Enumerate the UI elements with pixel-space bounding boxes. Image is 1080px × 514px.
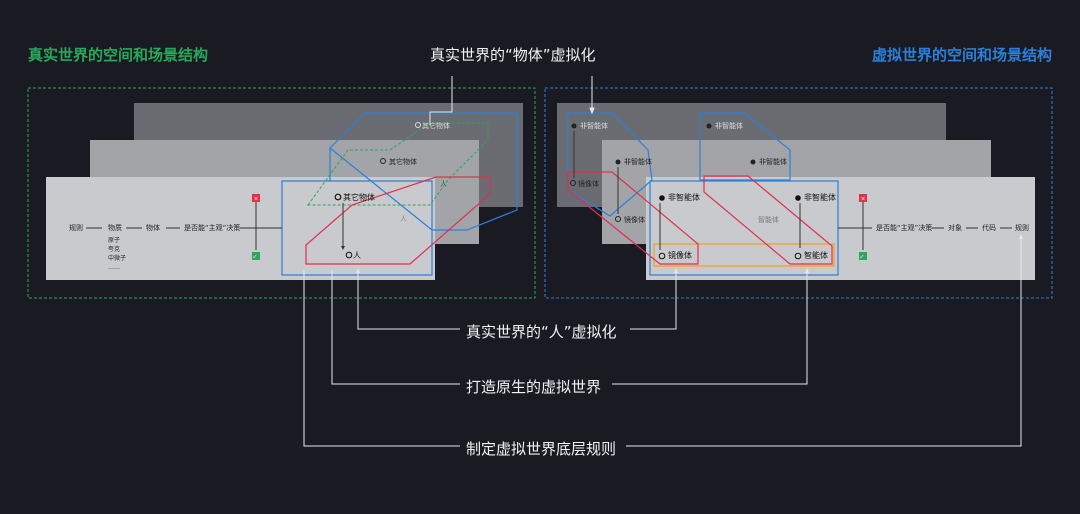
caption-native: 打造原生的虚拟世界 (466, 378, 602, 396)
left-yes-mark (252, 252, 260, 260)
connector-lines (303, 76, 1022, 447)
left-ghost-person: 人 (400, 215, 407, 223)
right-mid-non-smart-2: 非智能体 (759, 157, 787, 166)
left-mid-other-object: 其它物体 (389, 157, 417, 166)
left-front-person: 人 (353, 251, 361, 260)
right-front-mirror: 镜像体 (668, 250, 692, 260)
right-front-non-smart: 非智能体 (668, 192, 700, 202)
right-back-mirror: 镜像体 (578, 179, 599, 188)
left-sub-atom: 原子 (108, 237, 120, 244)
svg-text:×: × (254, 196, 259, 203)
svg-text:×: × (861, 196, 866, 203)
right-orange-box (653, 243, 835, 267)
left-back-other-object: 其它物体 (422, 121, 450, 130)
svg-text:✓: ✓ (860, 254, 865, 261)
left-section-title: 真实世界的空间和场景结构 (28, 46, 209, 64)
right-front-smart: 智能体 (804, 250, 828, 260)
right-yes-mark (859, 252, 867, 260)
left-green-shape (307, 122, 489, 206)
right-front-non-smart-2: 非智能体 (804, 192, 836, 202)
left-sub-ellipsis: …… (108, 264, 120, 271)
right-mid-smart: 智能体 (758, 215, 779, 224)
left-blue-hex (329, 112, 518, 231)
left-sub-neutrino: 中微子 (108, 254, 126, 262)
right-mid-mirror: 镜像体 (624, 215, 645, 224)
right-chain-object: 对象 (948, 223, 962, 232)
center-section-title: 真实世界的“物体”虚拟化 (430, 46, 596, 64)
left-chain-rules: 规则 (69, 223, 83, 232)
right-chain-rules: 规则 (1015, 223, 1029, 232)
right-chain-code: 代码 (982, 223, 996, 232)
left-chain-object: 物体 (146, 223, 160, 232)
left-mid-person: 人 (440, 180, 447, 188)
left-sub-quark: 夸克 (108, 245, 120, 253)
left-red-shape (305, 176, 491, 265)
left-frame (27, 87, 536, 299)
caption-rules: 制定虚拟世界底层规则 (466, 440, 617, 458)
right-mid-non-smart: 非智能体 (624, 157, 652, 166)
right-chain-decision: 是否能“主观”决策 (876, 223, 932, 232)
right-back-non-smart-2: 非智能体 (715, 121, 743, 130)
left-chain-decision: 是否能“主观”决策 (184, 223, 240, 232)
left-no-mark (252, 194, 260, 202)
right-section-title: 虚拟世界的空间和场景结构 (871, 46, 1052, 64)
right-back-non-smart: 非智能体 (580, 121, 608, 130)
right-red-shape-b (703, 175, 833, 265)
caption-person: 真实世界的“人”虚拟化 (466, 323, 617, 341)
right-red-shape-a (567, 171, 699, 265)
right-blue-shape-mid (699, 112, 791, 181)
left-front-other-object: 其它物体 (343, 192, 375, 202)
right-no-mark (859, 194, 867, 202)
left-chain-matter: 物质 (108, 223, 122, 232)
svg-text:✓: ✓ (253, 254, 258, 261)
right-frame (544, 87, 1053, 299)
